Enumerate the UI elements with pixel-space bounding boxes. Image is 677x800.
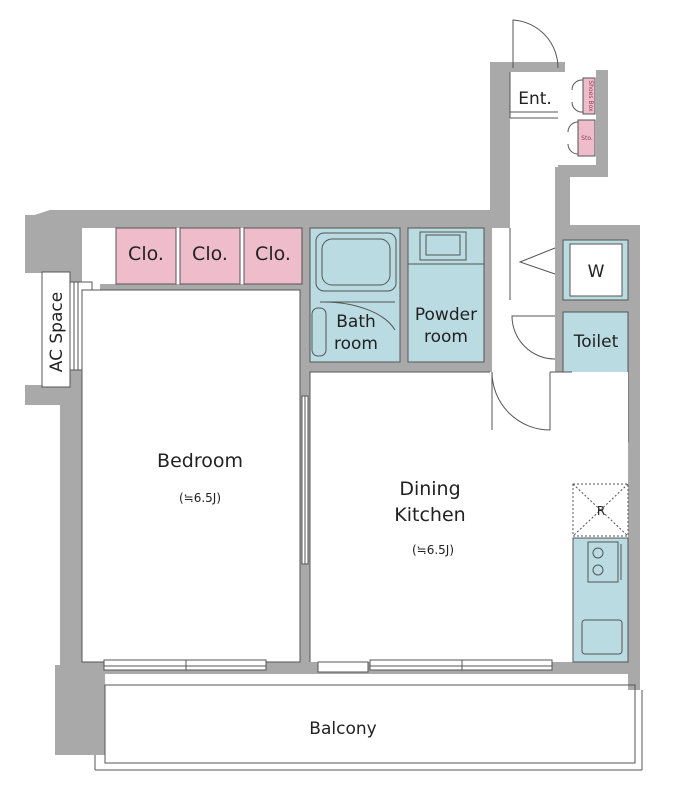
bathroom: Bath room (309, 227, 401, 363)
closet-3 (243, 227, 303, 285)
entrance-area: Ent. Shoes Box Sto. (509, 19, 596, 167)
closet-1 (115, 227, 177, 285)
bath-label-2: room (334, 334, 378, 354)
entry-door (512, 19, 559, 69)
powder-label-2: room (424, 327, 468, 347)
powder-room: Powder room (407, 227, 485, 363)
kitchen-sink (581, 619, 623, 655)
bedroom-label: Bedroom (157, 450, 243, 472)
bath-label-1: Bath (336, 312, 376, 332)
dining-label-2: Kitchen (394, 504, 465, 526)
closet-2 (179, 227, 241, 285)
washer-label: W (588, 262, 605, 282)
toilet-label: Toilet (573, 332, 619, 352)
washer-space: W (518, 239, 629, 301)
shoes-box-label: Shoes Box (587, 80, 594, 112)
closet-2-label: Clo. (192, 243, 228, 265)
refrigerator-label: R (597, 504, 605, 518)
closet-3-label: Clo. (255, 243, 291, 265)
bedroom: Bedroom (≒6.5J) (81, 289, 309, 671)
balcony-area: Balcony (94, 684, 643, 771)
closets: Clo. Clo. Clo. (115, 227, 303, 309)
entrance-label: Ent. (518, 89, 552, 109)
storage-label: Sto. (581, 135, 593, 142)
shoes-box (582, 77, 596, 115)
bedroom-size: (≒6.5J) (179, 491, 221, 505)
dining-kitchen: Dining Kitchen (≒6.5J) R (309, 371, 629, 673)
closet-1-label: Clo. (128, 243, 164, 265)
balcony-label: Balcony (309, 719, 376, 739)
dining-label-1: Dining (399, 478, 460, 500)
storage (577, 119, 596, 157)
bath-sink (311, 307, 327, 357)
powder-label-1: Powder (415, 305, 477, 325)
ac-space-label: AC Space (47, 292, 67, 372)
dining-size: (≒6.5J) (412, 543, 454, 557)
stove (587, 541, 619, 583)
